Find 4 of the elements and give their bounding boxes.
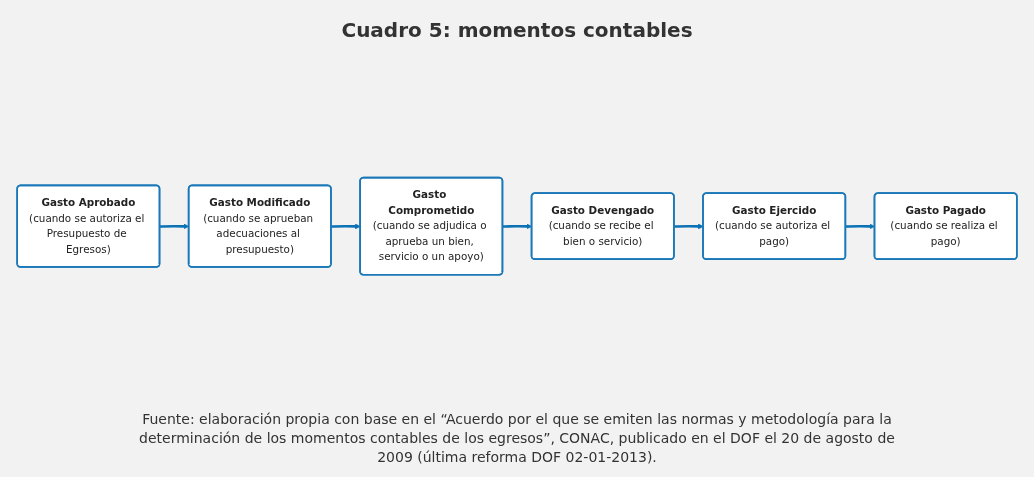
source-caption: Fuente: elaboración propia con base en el “Acuerdo por el que se emiten las normas y metodología para la determinación de los momentos contables de los egresos”, CONAC, publicado en el DOF el 20 de agosto de 2009 (última reforma DOF 02-01-2013).: [138, 410, 896, 467]
diagram-title: Cuadro 5: momentos contables: [341, 18, 693, 42]
arrow: [331, 223, 361, 230]
arrow: [674, 223, 704, 230]
